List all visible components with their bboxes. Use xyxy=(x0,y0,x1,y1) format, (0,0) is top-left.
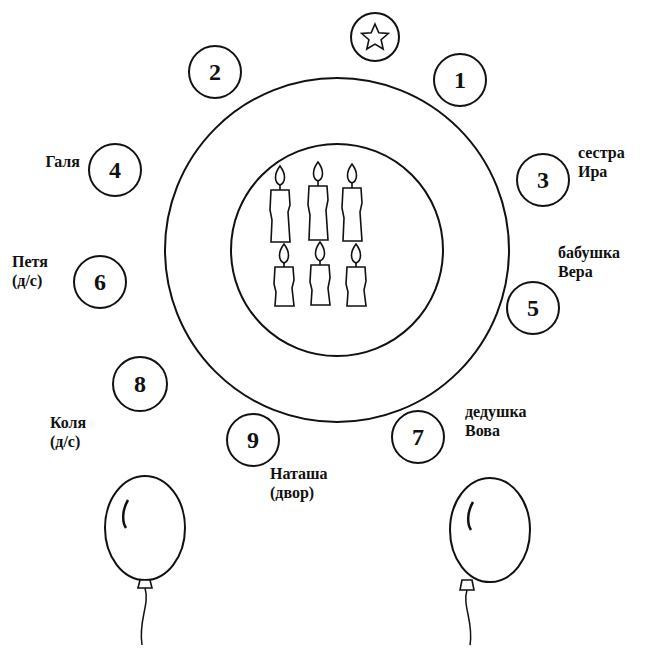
seat-circle: 9Наташа (двор) xyxy=(226,413,280,467)
guest-name: Коля (д/с) xyxy=(50,413,104,451)
seat-number: 4 xyxy=(109,158,121,182)
seat-number: 7 xyxy=(412,425,424,449)
balloon-shine xyxy=(123,500,128,528)
seat-circle: 5бабушка Вера xyxy=(506,281,560,335)
seat-number: 3 xyxy=(537,168,549,192)
candle xyxy=(274,244,294,306)
seat-circle: 7дедушка Вова xyxy=(391,410,445,464)
candle xyxy=(270,166,290,242)
balloon-shine xyxy=(468,502,473,530)
seat-circle: 6Петя (д/с) xyxy=(73,255,127,309)
table-inner xyxy=(231,144,443,356)
candle xyxy=(308,162,328,240)
candles xyxy=(270,162,366,306)
guest-name: Петя (д/с) xyxy=(12,252,66,290)
guest-name: Наташа (двор) xyxy=(270,464,348,502)
seat-circle: 4Галя xyxy=(88,143,142,197)
seat-number: 1 xyxy=(454,68,466,92)
seat-number: 6 xyxy=(94,270,106,294)
seat-circle: 2 xyxy=(188,45,242,99)
balloons xyxy=(105,476,530,645)
guest-name: Галя xyxy=(18,152,80,171)
guest-name: дедушка Вова xyxy=(465,402,549,440)
table-outer xyxy=(165,78,509,422)
guest-name: бабушка Вера xyxy=(558,243,642,281)
seat-number: 5 xyxy=(527,296,539,320)
star-symbol xyxy=(362,24,389,49)
seat-number: 8 xyxy=(134,372,146,396)
seat-number: 9 xyxy=(247,428,259,452)
candle xyxy=(342,164,362,241)
seat-circle: 3сестра Ира xyxy=(516,153,570,207)
seat-circle: 1 xyxy=(433,53,487,107)
balloon xyxy=(450,478,530,582)
seat-circle: 8Коля (д/с) xyxy=(112,356,168,412)
seat-number: 2 xyxy=(209,60,221,84)
guest-name: сестра Ира xyxy=(578,143,640,181)
candle xyxy=(310,242,330,305)
balloon xyxy=(105,476,185,580)
candle xyxy=(346,244,366,306)
star-seat xyxy=(351,13,399,61)
